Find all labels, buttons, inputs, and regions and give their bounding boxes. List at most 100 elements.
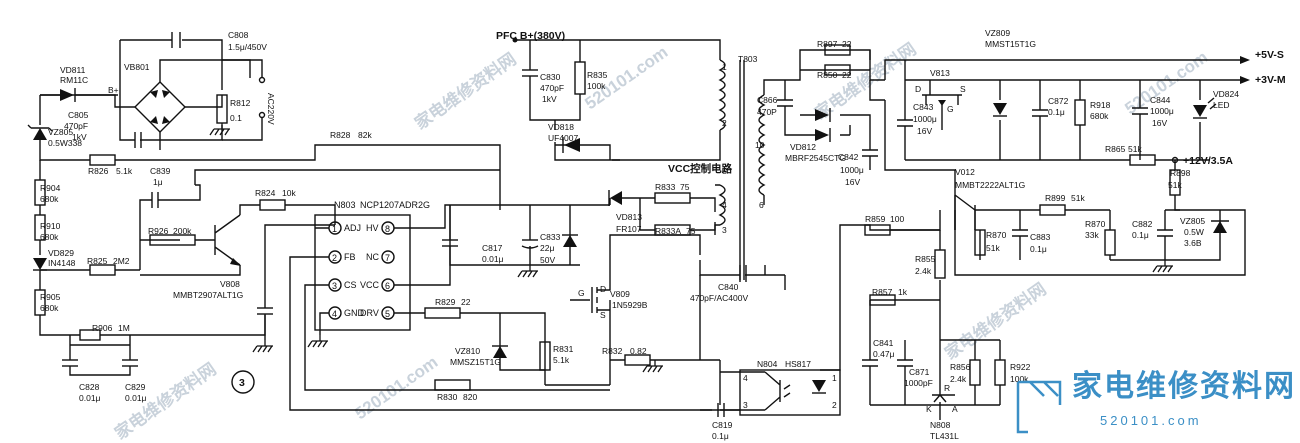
v012-ref: V012: [955, 167, 975, 177]
c829-value: 0.01μ: [125, 393, 147, 403]
c833-voltage: 50V: [540, 255, 555, 265]
c828-ref: C828: [79, 382, 100, 392]
vb801-ref: VB801: [124, 62, 150, 72]
c833-value: 22μ: [540, 243, 554, 253]
pin-5: 5: [385, 309, 390, 319]
c843-ref: C843: [913, 102, 934, 112]
c844-voltage: 16V: [1152, 118, 1167, 128]
pin-2: 2: [332, 253, 337, 263]
c842-value: 1000μ: [840, 165, 864, 175]
v809-value: 1N5929B: [612, 300, 648, 310]
c841-value: 0.47μ: [873, 349, 895, 359]
vd818-ref: VD818: [548, 122, 574, 132]
pin-adj-label: ADJ: [344, 223, 361, 233]
r905-value: 680k: [40, 303, 59, 313]
c805-voltage: 1kV: [72, 132, 87, 142]
pin-vcc-label: VCC: [360, 280, 380, 290]
c842-ref: C842: [838, 152, 859, 162]
vd829-ref: VD829: [48, 248, 74, 258]
vd829-value: IN4148: [48, 258, 76, 268]
r833a-ref: R833A: [655, 226, 681, 236]
watermark-cn-text: 家电维修资料网: [1072, 370, 1296, 403]
vd813-ref: VD813: [616, 212, 642, 222]
pin-8: 8: [385, 224, 390, 234]
vcc-section: [442, 190, 716, 278]
r899-value: 51k: [1071, 193, 1085, 203]
gate-label: G: [578, 288, 585, 298]
c843-voltage: 16V: [917, 126, 932, 136]
c833-ref: C833: [540, 232, 561, 242]
bplus-label: B+: [108, 85, 119, 95]
pin-1: 1: [332, 224, 337, 234]
r830-value: 820: [463, 392, 477, 402]
vz805-value: 0.5W338: [48, 138, 82, 148]
vd811-value: RM11C: [60, 75, 88, 85]
c883-ref: C883: [1030, 232, 1051, 242]
r898-ref: R898: [1170, 168, 1191, 178]
vcc-circuit-label: VCC控制电路: [668, 162, 733, 175]
opto-pin-3: 3: [743, 400, 748, 410]
vd812-value: MBRF2545CTG: [785, 153, 846, 163]
c882-ref: C882: [1132, 219, 1153, 229]
r828-value: 82k: [358, 130, 372, 140]
circled-marker: [231, 370, 255, 394]
t803-ref: T803: [738, 54, 758, 64]
watermark-url-text: 520101.com: [1100, 413, 1202, 428]
tl431-k-label: K: [926, 404, 932, 414]
rail-12v-label: +12V/3.5A: [1183, 155, 1233, 167]
v813-g-label: G: [947, 104, 954, 114]
r829-value: 22: [461, 297, 471, 307]
c844-value: 1000μ: [1150, 106, 1174, 116]
c843-value: 1000μ: [913, 114, 937, 124]
mosfet-section: [570, 234, 701, 373]
c828-value: 0.01μ: [79, 393, 101, 403]
r926-value: 200k: [173, 226, 192, 236]
c839-ref: C839: [150, 166, 171, 176]
r870b-ref: R870: [1085, 219, 1106, 229]
r855-value: 2.4k: [915, 266, 932, 276]
r865-value: 51k: [1128, 144, 1142, 154]
c840-value: 470pF/AC400V: [690, 293, 748, 303]
r865-ref: R865: [1105, 144, 1126, 154]
t803-pin-5: 5: [722, 166, 727, 176]
r812-value: 0.1: [230, 113, 242, 123]
r856-value: 2.4k: [950, 374, 967, 384]
rail-5v-label: +5V-S: [1255, 49, 1284, 61]
r870-value: 51k: [986, 243, 1000, 253]
r870-ref: R870: [986, 230, 1007, 240]
r870b-value: 33k: [1085, 230, 1099, 240]
opto-pin-4: 4: [743, 373, 748, 383]
v813-s-label: S: [960, 84, 966, 94]
r825-ref: R825: [87, 256, 108, 266]
pin-3: 3: [332, 281, 337, 291]
pin-cs-label: CS: [344, 280, 357, 290]
r831-ref: R831: [553, 344, 574, 354]
vz805b-value: 3.6B: [1184, 238, 1202, 248]
c839-value: 1μ: [153, 177, 163, 187]
c808-ref: C808: [228, 30, 249, 40]
r826-value: 5.1k: [116, 166, 133, 176]
vd824-ref: VD824: [1213, 89, 1239, 99]
pin-drv-label: DRV: [360, 308, 379, 318]
opto-pin-1: 1: [832, 373, 837, 383]
drain-label: D: [600, 284, 606, 294]
pin-6: 6: [385, 281, 390, 291]
vd811-ref: VD811: [60, 65, 86, 75]
ghost-watermark: 520101.com: [351, 352, 441, 423]
r910-ref: R910: [40, 221, 61, 231]
n803-value: NCP1207ADR2G: [360, 200, 430, 210]
c830-voltage: 1kV: [542, 94, 557, 104]
vz809-value: MMST15T1G: [985, 39, 1036, 49]
r906-ref: R906: [92, 323, 113, 333]
r897-value: 22: [842, 39, 852, 49]
r918-value: 680k: [1090, 111, 1109, 121]
r899-ref: R899: [1045, 193, 1066, 203]
vd818-value: UF4007: [548, 133, 579, 143]
pin-hv-label: HV: [366, 223, 379, 233]
opto-pin-2: 2: [832, 400, 837, 410]
r812-ref: R812: [230, 98, 251, 108]
ghost-watermark: 家电维修资料网: [411, 49, 520, 134]
r850-ref: R850: [817, 70, 838, 80]
r859-ref: R859: [865, 214, 886, 224]
n803-ref: N803: [334, 200, 356, 210]
